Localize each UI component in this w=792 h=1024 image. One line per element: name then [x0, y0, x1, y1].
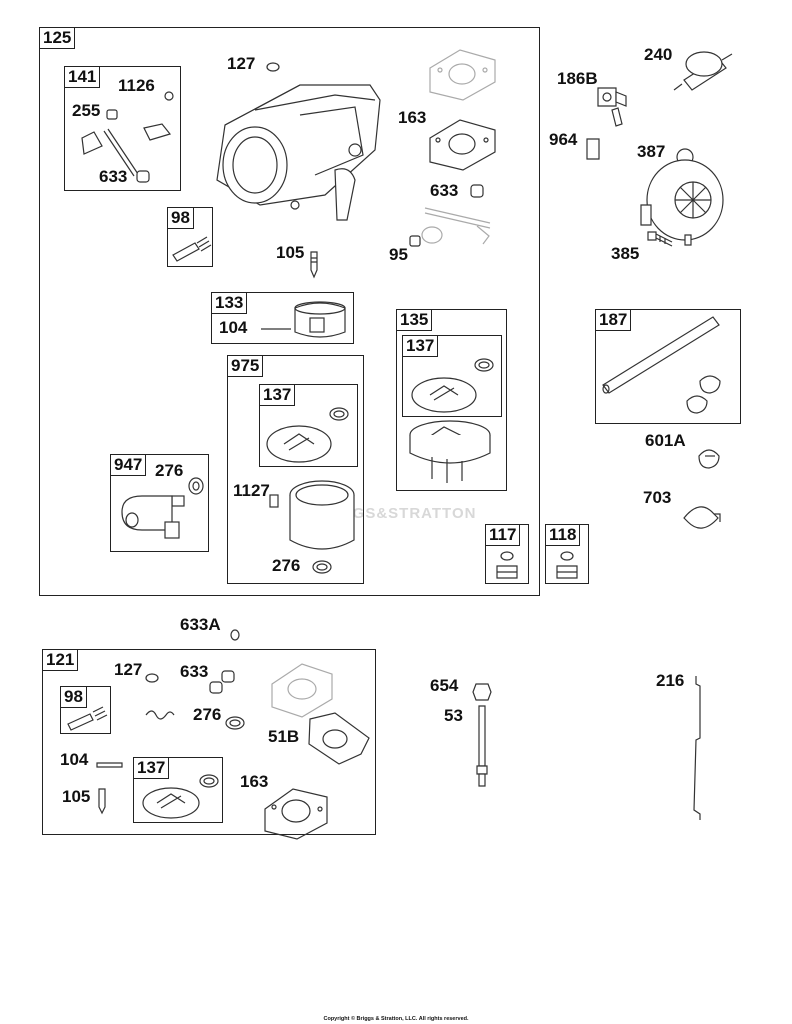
label-95: 95 — [389, 245, 408, 264]
label-276-solenoid: 276 — [155, 461, 184, 480]
copyright-notice: Copyright © Briggs & Stratton, LLC. All … — [323, 1016, 469, 1022]
assembly-box-187: 187 — [595, 309, 741, 424]
label-633A: 633A — [180, 615, 221, 634]
assembly-box-137-a: 137 — [259, 384, 358, 467]
label-703: 703 — [643, 488, 672, 507]
choke-shaft-parts-drawing — [409, 184, 491, 247]
label-387: 387 — [637, 142, 666, 161]
bushing-633A-drawing — [230, 629, 240, 641]
needle-105-drawing — [310, 251, 318, 279]
box-tag-137-kit: 137 — [134, 758, 170, 779]
assembly-box-975: 975 — [227, 355, 364, 584]
carburetor-body-drawing — [216, 62, 381, 221]
label-276-kit: 276 — [193, 705, 222, 724]
label-105-kit: 105 — [62, 787, 91, 806]
label-654: 654 — [430, 676, 459, 695]
assembly-box-98: 98 — [167, 207, 213, 267]
label-385: 385 — [611, 244, 640, 263]
box-tag-975: 975 — [228, 356, 264, 377]
fitting-186B-drawing — [597, 87, 627, 127]
gasket-kit-137-kit-drawing — [142, 774, 219, 819]
assembly-box-133: 133 — [211, 292, 354, 344]
screw-385-drawing — [647, 231, 673, 247]
idle-screw-drawing — [172, 236, 212, 262]
assembly-box-117: 117 — [485, 524, 529, 584]
assembly-box-137-kit: 137 — [133, 757, 223, 823]
label-163-kit: 163 — [240, 772, 269, 791]
watermark: GGS&STRATTON — [340, 505, 477, 522]
box-tag-947: 947 — [111, 455, 147, 476]
gasket-kit-137-b-drawing — [411, 358, 494, 413]
label-633-kit: 633 — [180, 662, 209, 681]
stud-53-drawing — [472, 683, 492, 787]
label-127: 127 — [227, 54, 256, 73]
box-tag-117: 117 — [486, 525, 521, 546]
label-1126: 1126 — [118, 76, 155, 95]
box-tag-135: 135 — [397, 310, 433, 331]
assembly-box-98-kit: 98 — [60, 686, 111, 734]
label-216: 216 — [656, 671, 685, 690]
kit-small-parts-drawing — [96, 663, 370, 840]
box-tag-98: 98 — [168, 208, 194, 229]
assembly-box-121: 121 — [42, 649, 376, 835]
box-tag-141: 141 — [65, 67, 101, 88]
assembly-box-947: 947 — [110, 454, 209, 552]
fuel-filter-drawing — [673, 51, 733, 91]
assembly-box-118: 118 — [545, 524, 589, 584]
box-tag-121: 121 — [43, 650, 79, 671]
throttle-shaft-parts-drawing — [81, 91, 174, 183]
jet-118-drawing — [556, 551, 578, 579]
label-104-kit: 104 — [60, 750, 89, 769]
label-163: 163 — [398, 108, 427, 127]
label-964: 964 — [549, 130, 578, 149]
box-tag-137-a: 137 — [260, 385, 296, 406]
box-tag-187: 187 — [596, 310, 632, 331]
box-tag-133: 133 — [212, 293, 248, 314]
label-105: 105 — [276, 243, 305, 262]
fuel-solenoid-drawing — [121, 477, 204, 539]
fuel-pump-drawing — [640, 148, 724, 246]
label-51B: 51B — [268, 727, 300, 746]
assembly-box-137-b: 137 — [402, 335, 502, 417]
label-1127: 1127 — [233, 481, 270, 500]
label-601A: 601A — [645, 431, 686, 450]
assembly-box-135: 135 — [396, 309, 507, 491]
clamp-601A-drawing — [698, 449, 720, 469]
label-53: 53 — [444, 706, 463, 725]
kit-idle-screw-drawing — [67, 706, 108, 731]
label-104: 104 — [219, 318, 248, 337]
label-255: 255 — [72, 101, 101, 120]
label-633-choke: 633 — [430, 181, 459, 200]
box-tag-118: 118 — [546, 525, 581, 546]
label-127-kit: 127 — [114, 660, 143, 679]
gaskets-drawing — [429, 49, 496, 171]
sleeve-964-drawing — [586, 138, 600, 160]
fuel-line-drawing — [602, 316, 721, 414]
jet-117-drawing — [496, 551, 518, 579]
governor-link-216-drawing — [693, 676, 701, 820]
label-240: 240 — [644, 45, 673, 64]
box-tag-137-b: 137 — [403, 336, 439, 357]
label-276-bowl: 276 — [272, 556, 301, 575]
clip-703-drawing — [683, 506, 721, 529]
box-tag-98-kit: 98 — [61, 687, 87, 708]
float-drawing — [261, 301, 346, 338]
label-186B: 186B — [557, 69, 598, 88]
gasket-kit-137-a-drawing — [266, 407, 349, 463]
float-bowl-drawing — [269, 480, 355, 574]
assembly-box-141: 141 — [64, 66, 181, 191]
box-tag-125: 125 — [40, 28, 76, 49]
carb-base-135-drawing — [409, 420, 491, 483]
label-633-throttle: 633 — [99, 167, 128, 186]
assembly-box-125: 125 — [39, 27, 540, 596]
